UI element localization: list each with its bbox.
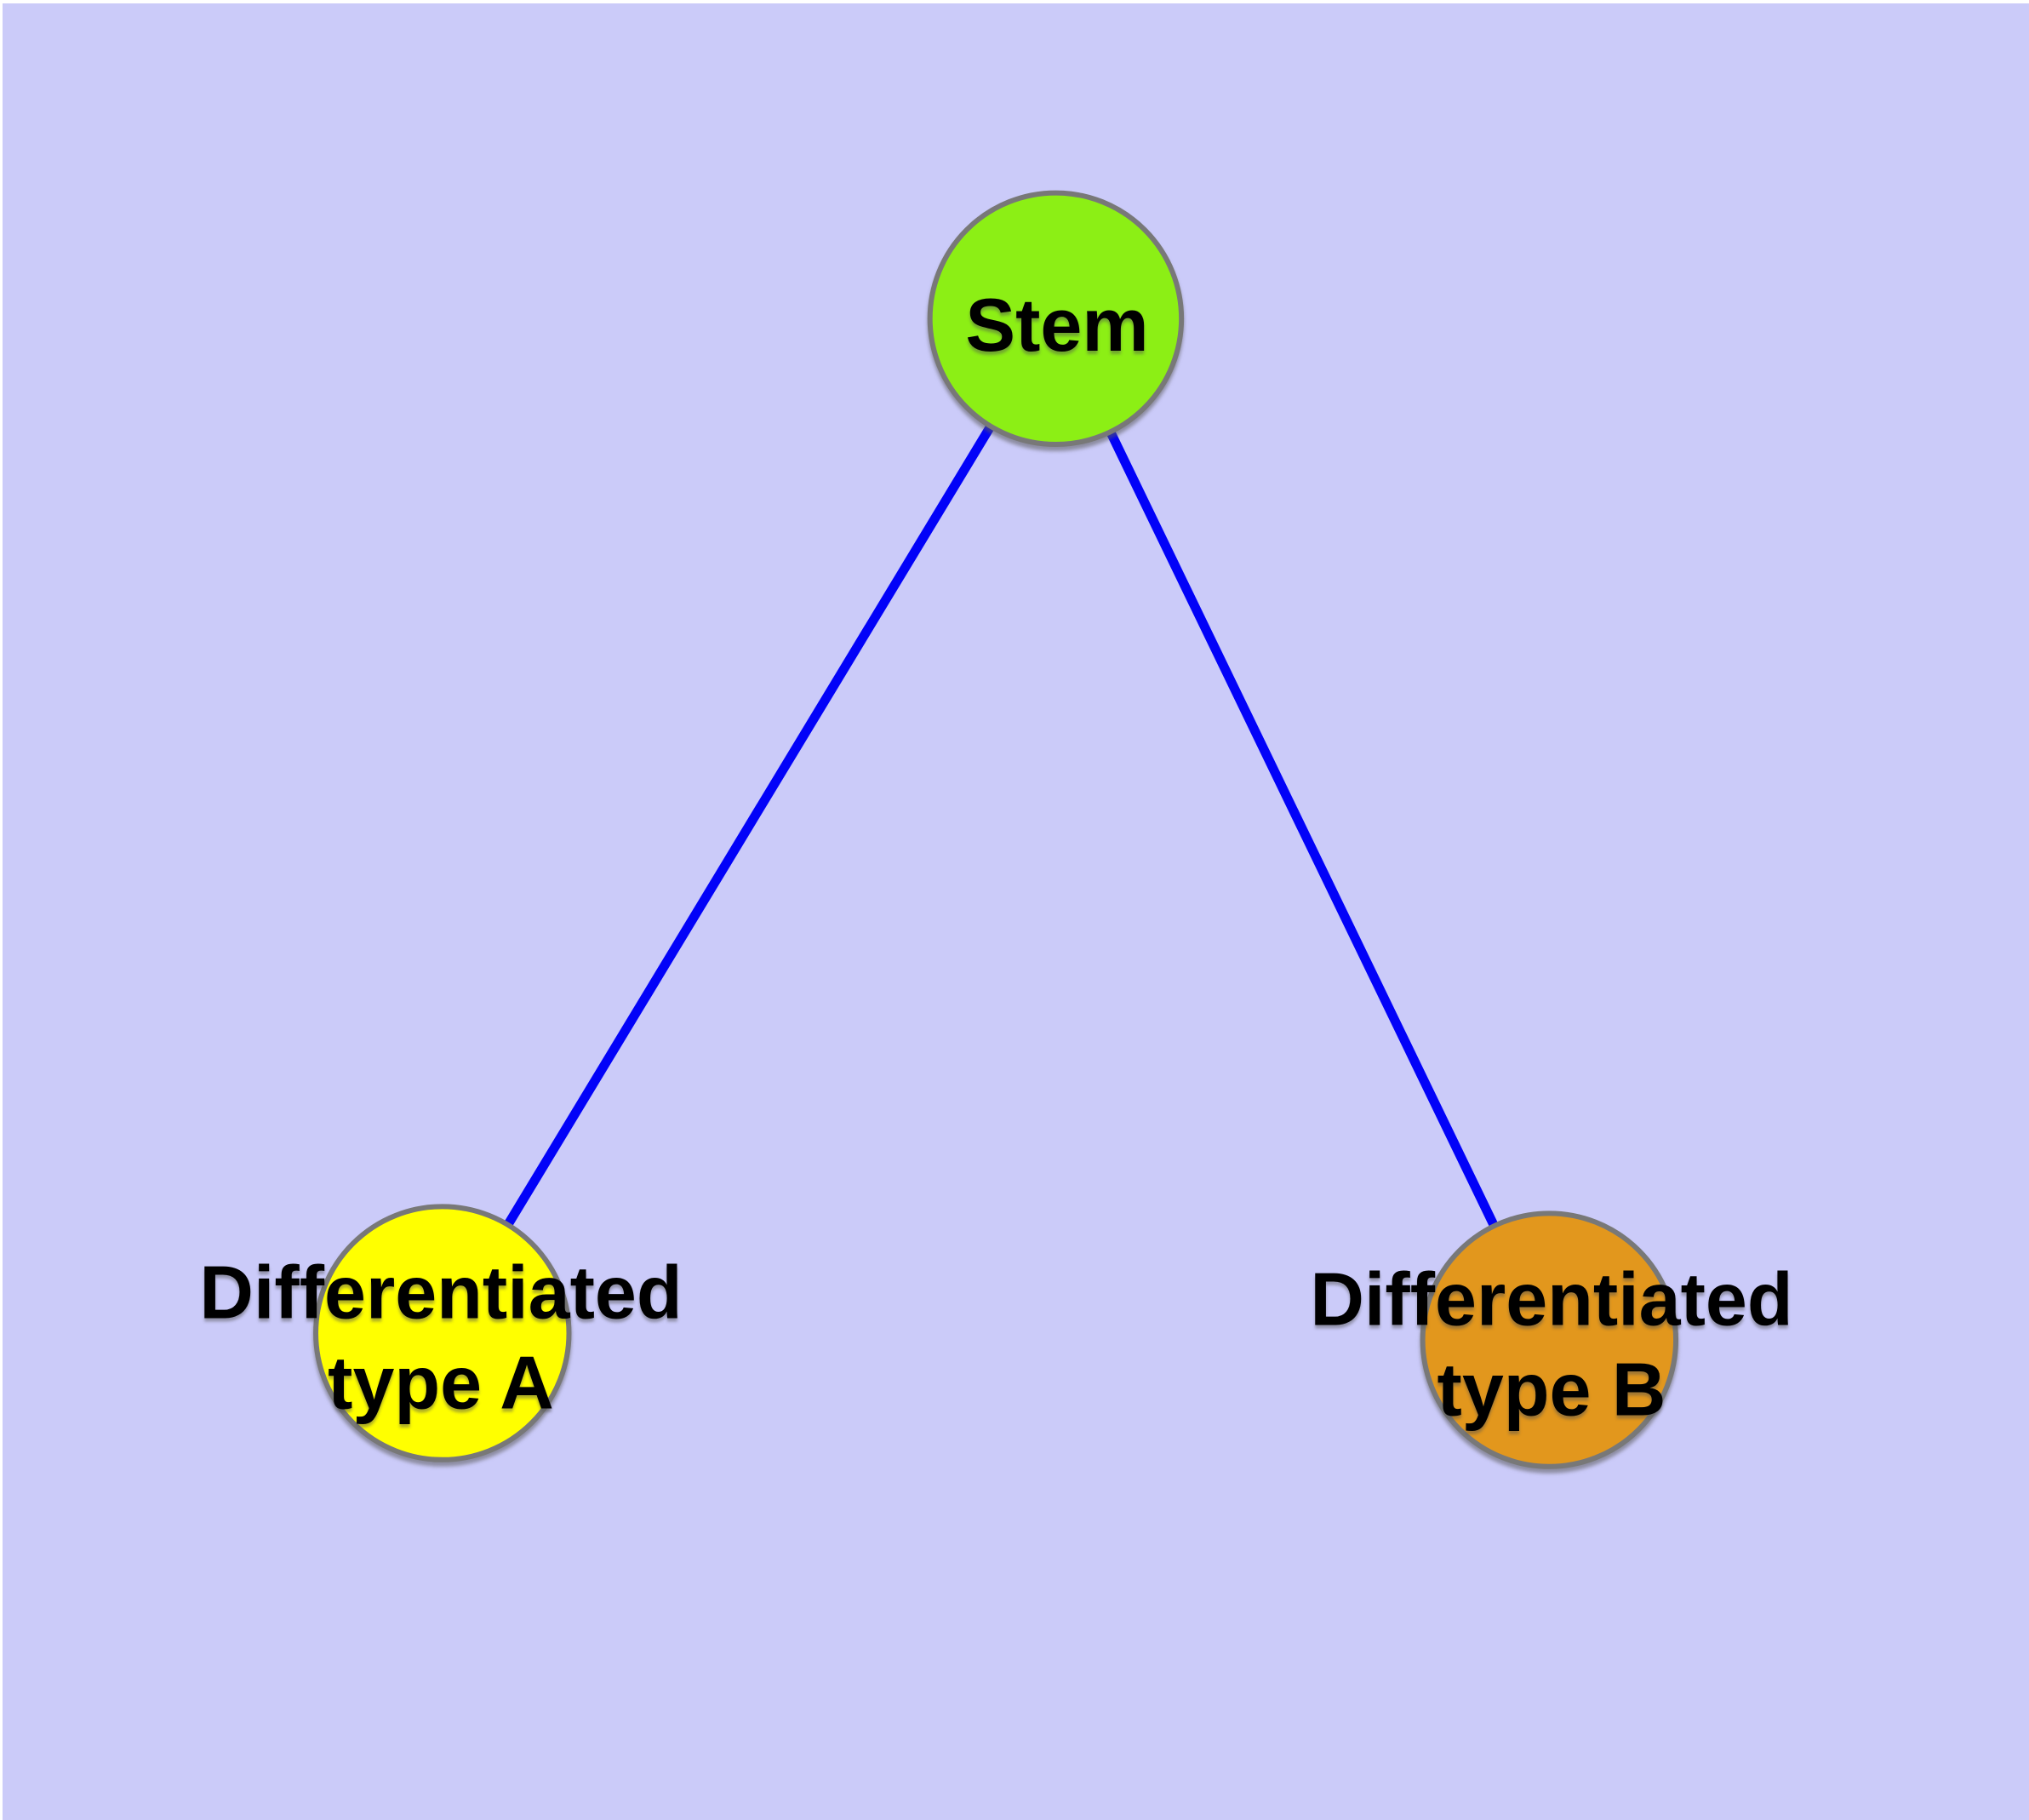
edge-stem-to-typeB [1051, 316, 1554, 1342]
node-differentiated-type-a [313, 1204, 572, 1462]
edge-stem-to-typeA [438, 316, 1060, 1336]
node-differentiated-type-b [1420, 1210, 1679, 1469]
graph-svg [313, 190, 1679, 1469]
node-stem [927, 190, 1185, 448]
